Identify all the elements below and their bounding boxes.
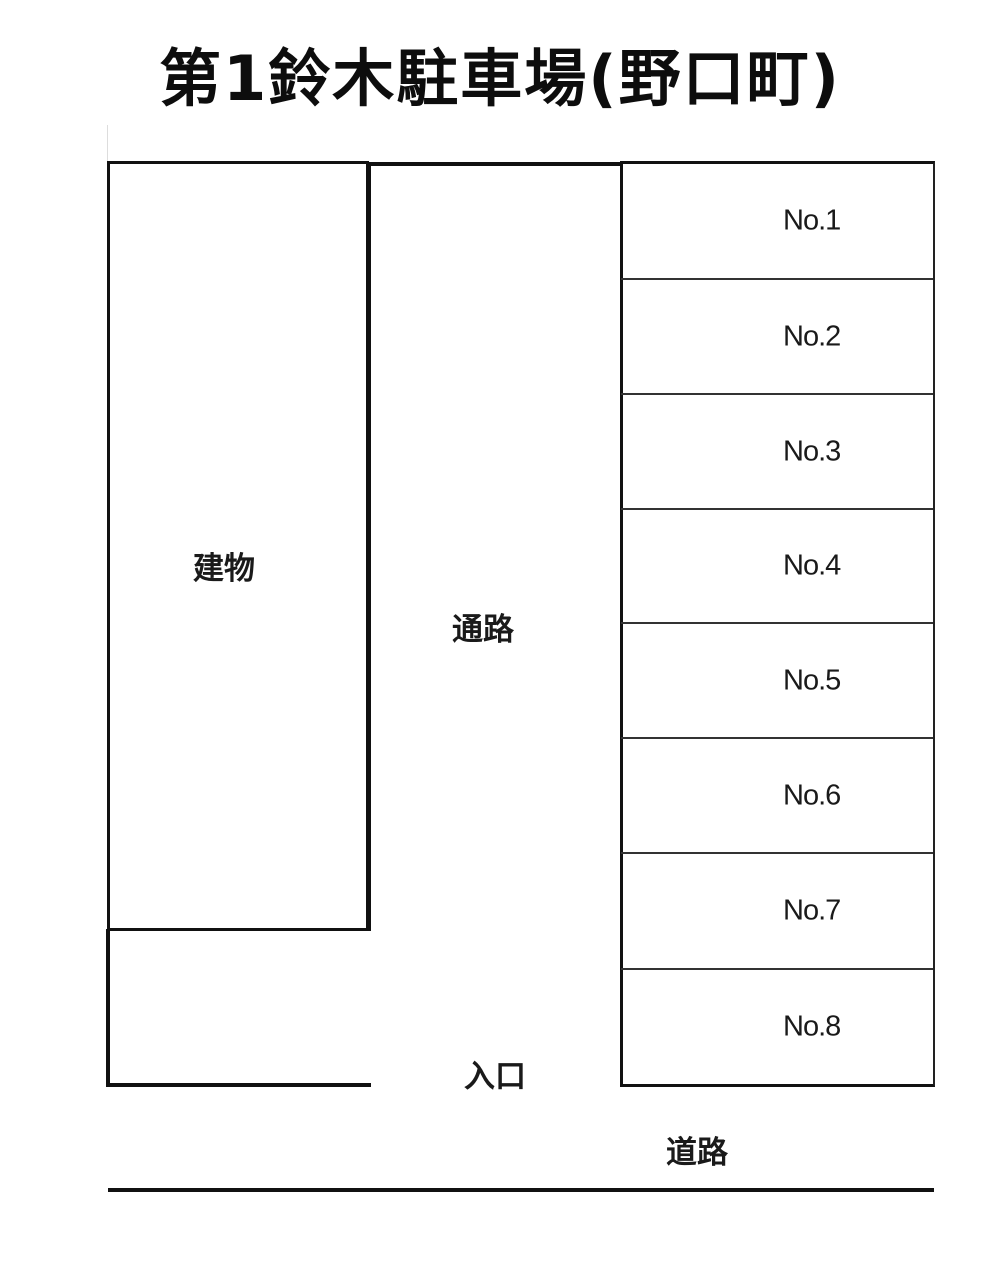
entrance-label: 入口 bbox=[464, 1059, 526, 1095]
slot-number: No.7 bbox=[783, 894, 841, 927]
parking-slot-7[interactable]: No.7 bbox=[621, 854, 933, 970]
parking-slot-2[interactable]: No.2 bbox=[621, 280, 933, 395]
aisle-label: 通路 bbox=[452, 612, 514, 648]
parking-slot-5[interactable]: No.5 bbox=[621, 624, 933, 739]
slot-number: No.2 bbox=[783, 320, 841, 352]
page-title: 第1鈴木駐車場(野口町) bbox=[159, 42, 841, 115]
slot-number: No.3 bbox=[783, 435, 841, 467]
road-line bbox=[108, 1188, 934, 1192]
slot-number: No.1 bbox=[783, 204, 841, 237]
lot-bottom-border bbox=[106, 1083, 371, 1087]
lot-left-border bbox=[106, 929, 110, 1087]
parking-slot-3[interactable]: No.3 bbox=[621, 395, 933, 510]
slot-number: No.5 bbox=[783, 664, 841, 696]
parking-slots bbox=[620, 161, 935, 1087]
parking-slot-1[interactable]: No.1 bbox=[621, 164, 933, 280]
road-label: 道路 bbox=[666, 1135, 728, 1171]
guide-line bbox=[107, 125, 108, 161]
parking-slot-4[interactable]: No.4 bbox=[621, 510, 933, 624]
aisle-left-border bbox=[367, 162, 371, 931]
building-label: 建物 bbox=[193, 551, 255, 587]
slot-number: No.6 bbox=[783, 779, 841, 811]
aisle-top-border bbox=[369, 162, 622, 166]
slot-number: No.8 bbox=[783, 1010, 841, 1043]
parking-slot-6[interactable]: No.6 bbox=[621, 739, 933, 854]
parking-slot-8[interactable]: No.8 bbox=[621, 970, 933, 1084]
slot-number: No.4 bbox=[783, 549, 841, 582]
